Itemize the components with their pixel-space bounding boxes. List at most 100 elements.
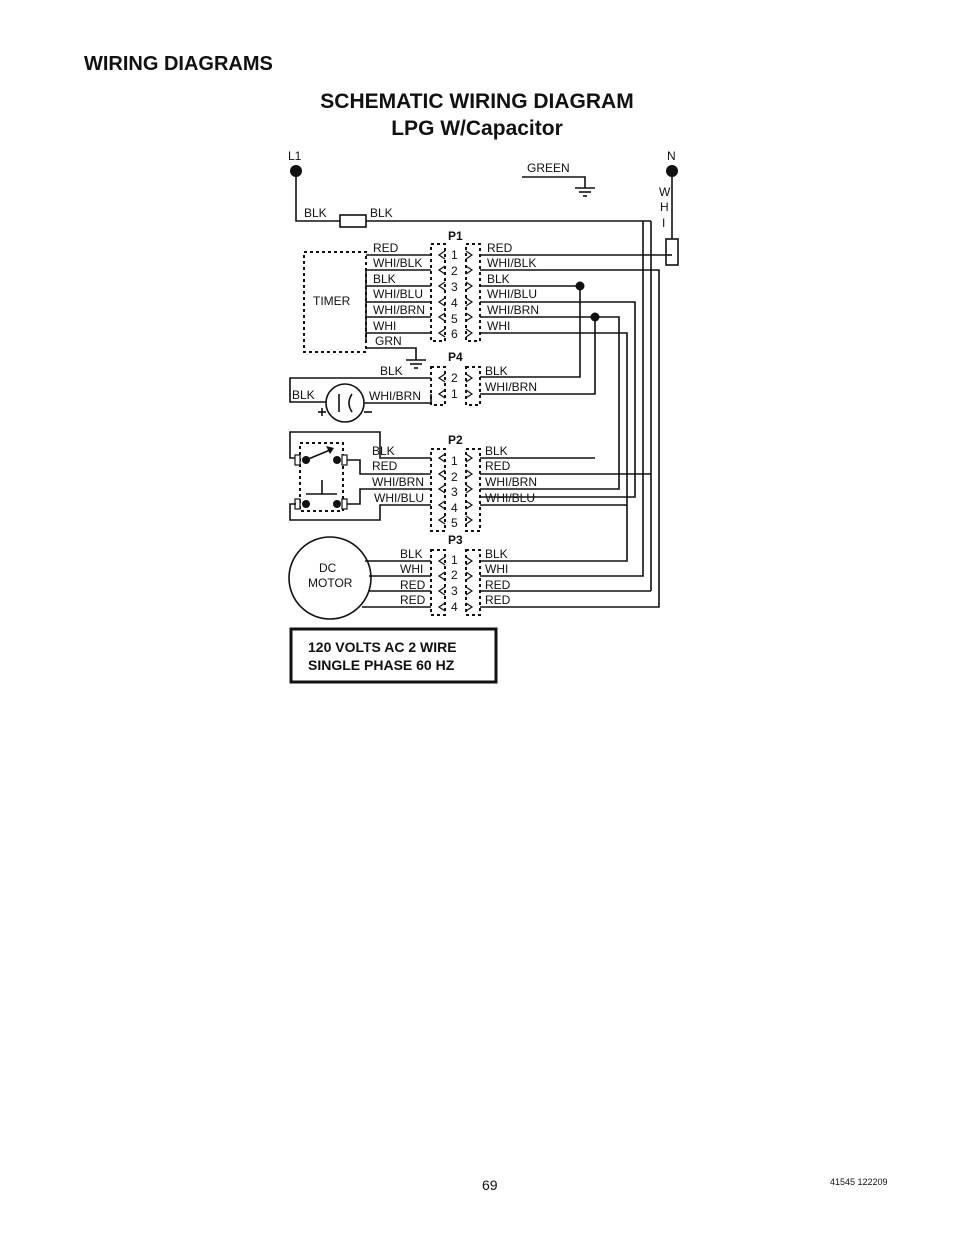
power-source: L1 N GREEN W H I BLK BLK (288, 149, 679, 266)
p3-left-wire-4: RED (400, 593, 426, 607)
p1-right-wire-2: WHI/BLK (487, 256, 536, 270)
p4-right-wire-1: BLK (485, 364, 508, 378)
p4-pin-2: 2 (451, 371, 458, 385)
switch-lever (305, 449, 331, 461)
section-title: WIRING DIAGRAMS (84, 53, 273, 75)
p2-right-wire-3: WHI/BRN (485, 475, 537, 489)
p1-right-wire-1: RED (487, 241, 513, 255)
p1-pin-6: 6 (451, 327, 458, 341)
l1-terminal-label: L1 (288, 149, 302, 163)
timer: TIMER (303, 251, 367, 353)
p3-pin-1: 1 (451, 553, 458, 567)
power-note: 120 VOLTS AC 2 WIRE SINGLE PHASE 60 HZ (289, 627, 498, 684)
neutral-label-h: H (660, 200, 669, 214)
n-terminal-label: N (667, 149, 676, 163)
motor-body (288, 536, 372, 620)
l1-terminal (290, 165, 302, 177)
capacitor-right-label: WHI/BRN (369, 389, 421, 403)
connector-p4: P4 2 1 BLK BLK WHI/BRN (380, 350, 537, 406)
p1-right-wire-6: WHI (487, 319, 510, 333)
p2-pin-1: 1 (451, 454, 458, 468)
p4-pin-1: 1 (451, 387, 458, 401)
p1-left-wire-6: WHI (373, 319, 396, 333)
p1-left-wire-1: RED (373, 241, 399, 255)
p3-label: P3 (448, 533, 463, 547)
switch-whibrn-wire (347, 488, 431, 505)
capacitor: BLK WHI/BRN (289, 377, 432, 423)
document-code: 41545 122209 (830, 1177, 888, 1187)
neutral-label-i: I (662, 216, 665, 230)
p2-pin-2: 2 (451, 470, 458, 484)
p3-left-wire-3: RED (400, 578, 426, 592)
ground-symbol (575, 187, 595, 197)
p1-left-wire-4: WHI/BLU (373, 287, 423, 301)
p2-pin-5: 5 (451, 516, 458, 530)
motor-label-motor: MOTOR (308, 576, 353, 590)
p1-right-housing (465, 243, 481, 342)
ground-label: GREEN (527, 161, 570, 175)
p4-right-wire-2: WHI/BRN (485, 380, 537, 394)
switch-whiblu-wire (289, 503, 431, 521)
p2-right-wire-4: WHI/BLU (485, 491, 535, 505)
power-note-line-2: SINGLE PHASE 60 HZ (308, 657, 455, 673)
n-terminal (666, 165, 678, 177)
p2-right-wire-2: RED (485, 459, 511, 473)
connector-p2: P2 1 2 3 4 5 BLK RED WHI/BRN WHI/BLU BLK… (372, 433, 627, 532)
p2-left-wire-1: BLK (372, 444, 395, 458)
ground-wire (522, 176, 586, 188)
fuse-right-label: BLK (370, 206, 393, 220)
p3-pin-2: 2 (451, 568, 458, 582)
p3-right-housing (465, 549, 481, 616)
p3-left-wire-2: WHI (400, 562, 423, 576)
p4-left-housing (430, 366, 446, 406)
diagram-title: SCHEMATIC WIRING DIAGRAM (320, 90, 634, 113)
p2-left-wire-3: WHI/BRN (372, 475, 424, 489)
p2-pin-4: 4 (451, 501, 458, 515)
p3-left-housing (430, 549, 446, 616)
timer-label: TIMER (313, 294, 351, 308)
fuse (339, 214, 367, 228)
capacitor-blk-wire (289, 377, 431, 403)
p1-pin-3: 3 (451, 280, 458, 294)
p2-right-wire-1: BLK (485, 444, 508, 458)
neutral-resistor (665, 238, 679, 266)
p3-right-wire-3: RED (485, 578, 511, 592)
p1-pin-4: 4 (451, 296, 458, 310)
p1-left-wire-5: WHI/BRN (373, 303, 425, 317)
p1-right-wire-4: WHI/BLU (487, 287, 537, 301)
p2-left-wire-4: WHI/BLU (374, 491, 424, 505)
p1-left-wires (366, 250, 473, 369)
p3-right-wire-1: BLK (485, 547, 508, 561)
p1-pin-5: 5 (451, 312, 458, 326)
p2-left-housing (430, 448, 446, 532)
motor-label-dc: DC (319, 561, 337, 575)
p4-right-housing (465, 366, 481, 406)
p3-pin-3: 3 (451, 584, 458, 598)
switch-blk-wire (289, 431, 431, 459)
power-note-line-1: 120 VOLTS AC 2 WIRE (308, 639, 457, 655)
p2-right-housing (465, 448, 481, 532)
neutral-label-w: W (659, 185, 671, 199)
p1-right-wire-5: WHI/BRN (487, 303, 539, 317)
power-note-box (289, 627, 498, 684)
p3-left-wire-1: BLK (400, 547, 423, 561)
capacitor-left-label: BLK (292, 388, 315, 402)
p1-left-wire-2: WHI/BLK (373, 256, 422, 270)
bus-wires (480, 221, 672, 592)
diagram-subtitle: LPG W/Capacitor (391, 117, 563, 140)
p3-right-wire-2: WHI (485, 562, 508, 576)
fuse-left-label: BLK (304, 206, 327, 220)
p2-label: P2 (448, 433, 463, 447)
capacitor-body (325, 383, 365, 423)
p1-pin-2: 2 (451, 264, 458, 278)
motor-wires (362, 560, 431, 608)
connector-p1: P1 1 2 3 4 5 6 RED WHI/BLK BLK WHI/BLU W… (366, 229, 667, 608)
p1-right-wires (480, 254, 667, 608)
page-number: 69 (482, 1177, 498, 1193)
p1-left-housing (430, 243, 446, 342)
p4-label: P4 (448, 350, 463, 364)
connector-p3: P3 1 2 3 4 BLK WHI RED RED BLK WHI RED R… (400, 533, 511, 616)
p3-right-wire-4: RED (485, 593, 511, 607)
l1-wire (295, 177, 340, 222)
